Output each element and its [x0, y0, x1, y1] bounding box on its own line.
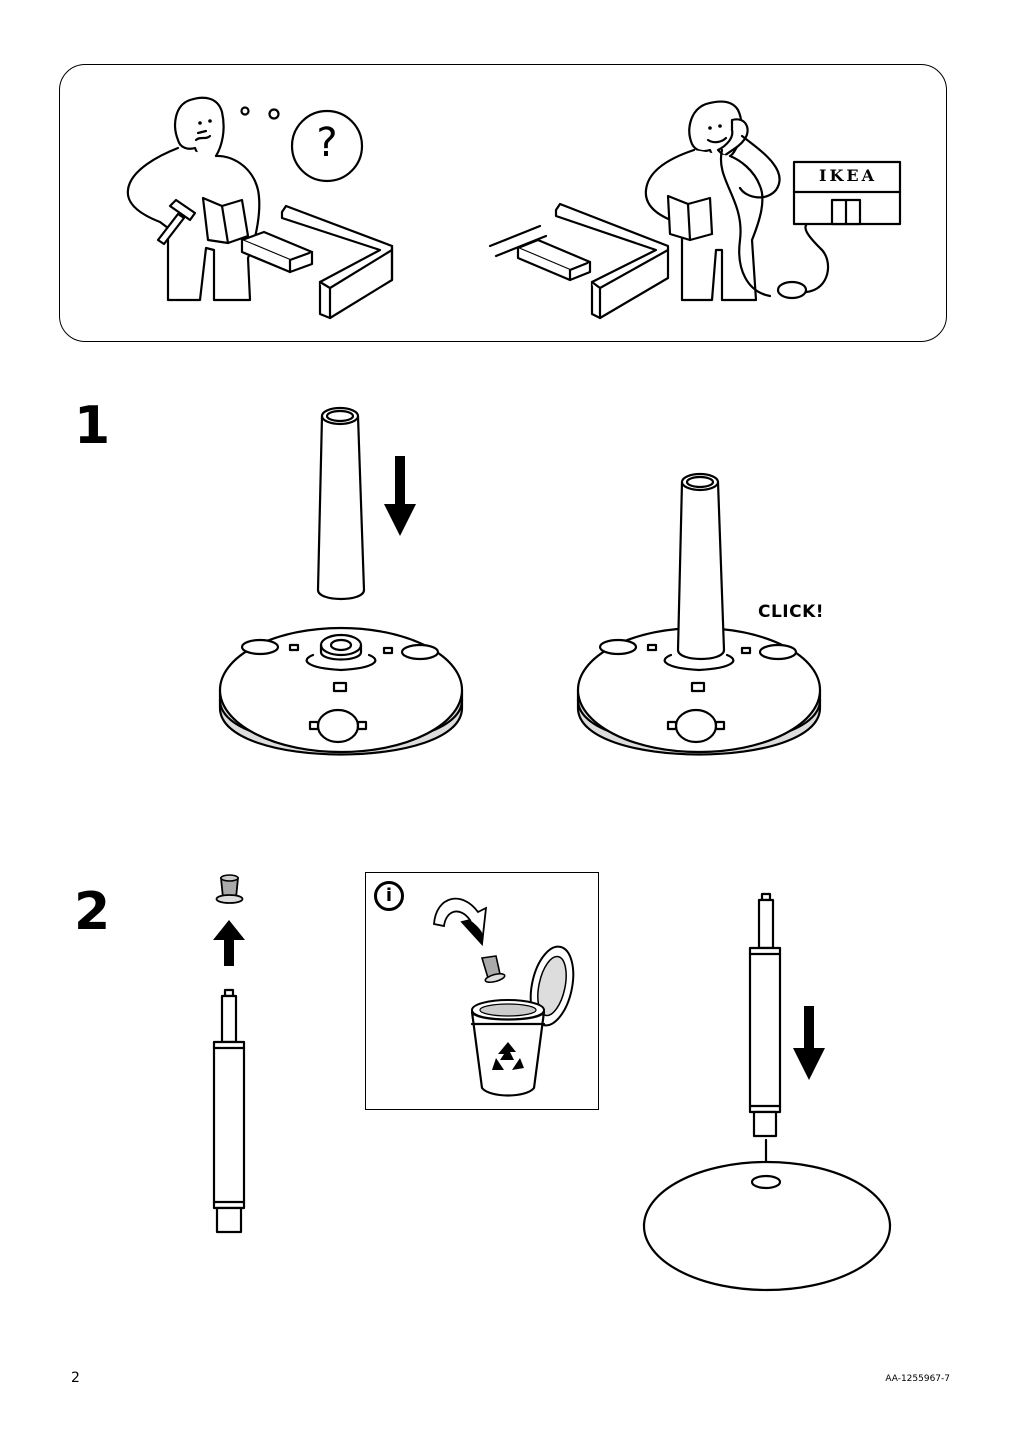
- click-sound-label: CLICK!: [758, 602, 825, 622]
- step-2-number: 2: [74, 882, 111, 942]
- help-question-mark: ?: [316, 120, 338, 166]
- page-number: 2: [71, 1370, 80, 1386]
- confused-person-illustration: [126, 96, 394, 320]
- article-number: AA-1255967-7: [885, 1374, 950, 1384]
- store-sign: IKEA: [819, 166, 877, 185]
- phone-call-illustration: [488, 100, 902, 320]
- step-1-number: 1: [74, 396, 111, 456]
- intro-panel: [59, 64, 947, 342]
- info-box: [365, 872, 599, 1110]
- info-icon: i: [374, 881, 404, 911]
- info-icon-symbol: i: [385, 885, 393, 906]
